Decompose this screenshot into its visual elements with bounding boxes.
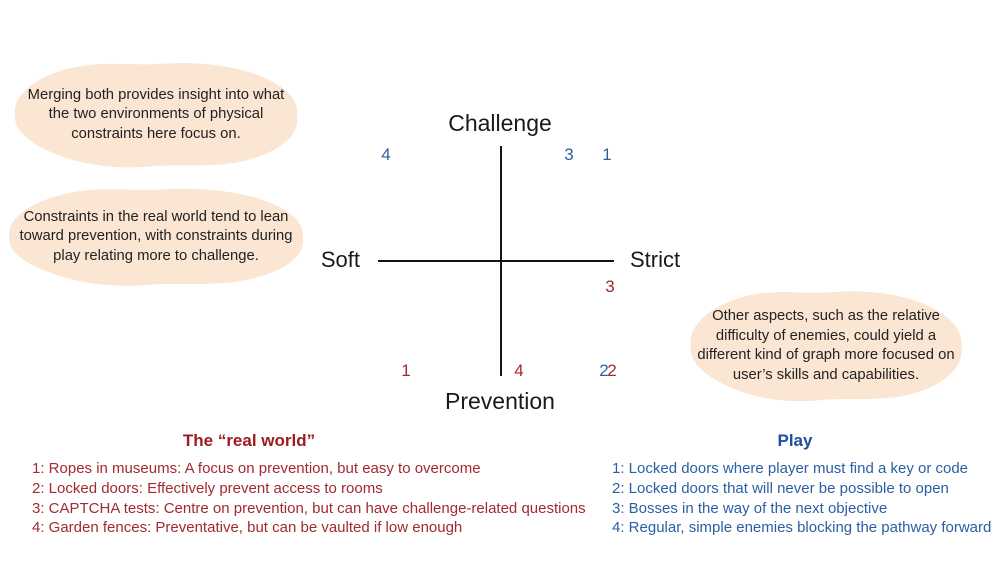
point-play-4: 4 (381, 145, 391, 164)
blob-shape (690, 291, 962, 402)
legend-real-world-items: 1: Ropes in museums: A focus on preventi… (32, 459, 586, 538)
legend-item: 3: Bosses in the way of the next objecti… (612, 499, 888, 517)
point-play-3: 3 (564, 145, 574, 164)
legend-item: 1: Locked doors where player must find a… (612, 460, 969, 477)
legend-title-real-world: The “real world” (182, 431, 316, 450)
legend-item: 3: CAPTCHA tests: Centre on prevention, … (32, 499, 586, 517)
legend-play-items: 1: Locked doors where player must find a… (612, 459, 991, 538)
annotation-text-other-aspects: Other aspects, such as the relative diff… (697, 308, 955, 383)
legend-item: 2: Locked doors: Effectively prevent acc… (32, 479, 383, 497)
annotation-bubble-other-aspects: Other aspects, such as the relative diff… (684, 286, 968, 406)
point-play-2: 2 (599, 361, 609, 380)
point-play-1: 1 (602, 145, 612, 164)
annotation-bubble-merging: Merging both provides insight into what … (8, 58, 304, 172)
point-realworld-4: 4 (514, 361, 524, 380)
point-realworld-1: 1 (401, 361, 411, 380)
point-realworld-3: 3 (605, 277, 615, 296)
annotation-text-constraints: Constraints in the real world tend to le… (19, 208, 293, 264)
annotation-bubble-constraints: Constraints in the real world tend to le… (2, 184, 310, 290)
axis-label-soft: Soft (320, 247, 360, 272)
legend-item: 4: Regular, simple enemies blocking the … (612, 519, 992, 537)
legend-item: 1: Ropes in museums: A focus on preventi… (32, 460, 481, 477)
blob-shape (9, 188, 304, 286)
annotation-text-merging: Merging both provides insight into what … (27, 86, 285, 142)
axis-label-challenge: Challenge (448, 110, 552, 136)
legend-title-play: Play (777, 431, 813, 450)
point-realworld-2: 2 (607, 361, 617, 380)
axis-label-strict: Strict (630, 247, 681, 272)
blob-shape (14, 63, 298, 168)
horizontal-axis-line (378, 260, 614, 262)
legend-item: 4: Garden fences: Preventative, but can … (32, 519, 463, 537)
axis-label-prevention: Prevention (445, 388, 555, 414)
legend-item: 2: Locked doors that will never be possi… (612, 479, 949, 497)
